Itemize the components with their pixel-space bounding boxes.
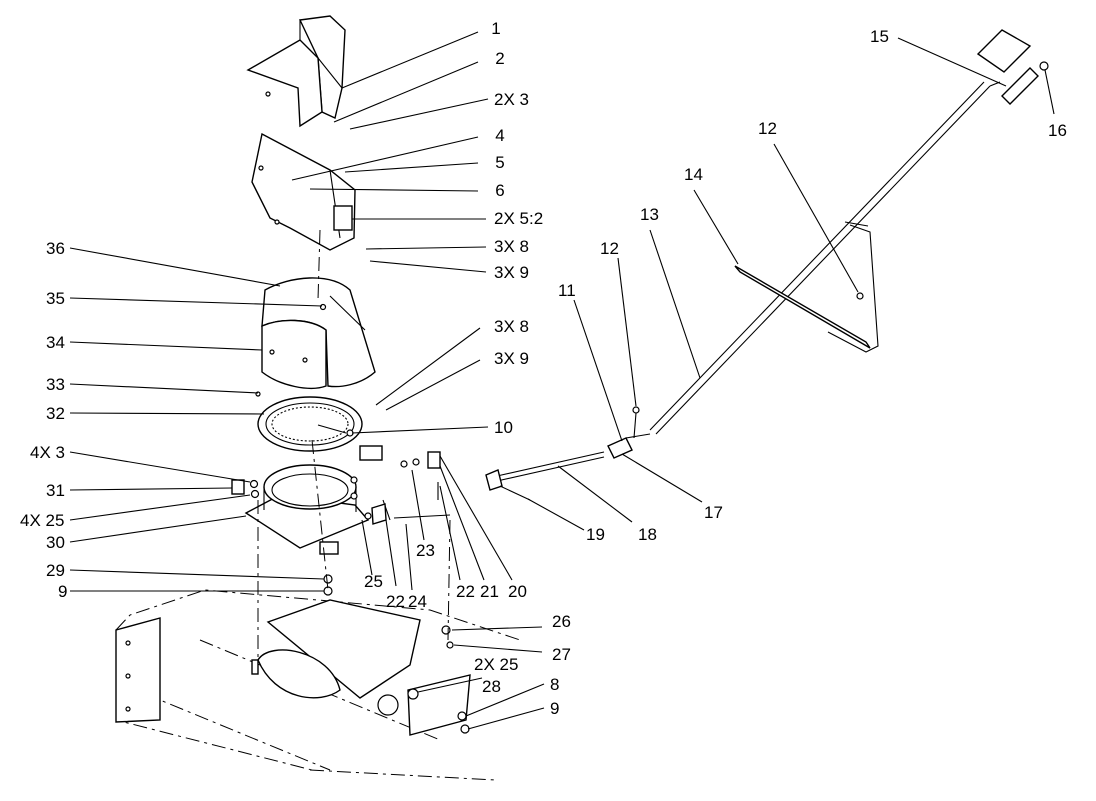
callout-label: 4X 3	[30, 443, 65, 462]
callout-label: 15	[870, 27, 889, 46]
callout-label: 24	[408, 592, 427, 611]
callout-label: 6	[495, 181, 504, 200]
callout-label: 2X 3	[494, 90, 529, 109]
part-universal-joint	[607, 406, 651, 459]
callout-label: 5	[495, 153, 504, 172]
callout-label: 16	[1048, 121, 1067, 140]
part-auger-housing	[115, 589, 521, 781]
callout-label: 2X 25	[474, 655, 518, 674]
callout-label: 8	[550, 675, 559, 694]
callout-label: 29	[46, 561, 65, 580]
callout-label: 11	[558, 281, 576, 300]
callout-label: 34	[46, 333, 65, 352]
callout-label: 22	[456, 582, 475, 601]
callout-label: 19	[586, 525, 605, 544]
callout-label: 21	[480, 582, 499, 601]
leader-lines	[69, 31, 1055, 730]
callout-label: 2	[495, 49, 504, 68]
callout-label: 32	[46, 404, 65, 423]
callout-label: 30	[46, 533, 65, 552]
callout-label: 36	[46, 239, 65, 258]
callout-label: 9	[58, 582, 67, 601]
callout-label: 3X 8	[494, 237, 529, 256]
part-long-shaft	[649, 81, 991, 435]
callout-label: 27	[552, 645, 571, 664]
callout-label: 10	[494, 418, 513, 437]
callout-label: 28	[482, 677, 501, 696]
callout-label: 4	[495, 126, 504, 145]
callout-label: 31	[46, 481, 65, 500]
callout-label: 12	[600, 239, 619, 258]
part-nut-stack	[323, 574, 333, 596]
part-handle-brace	[734, 221, 879, 353]
callout-label: 17	[704, 503, 723, 522]
callout-label: 9	[550, 699, 559, 718]
part-chute-base	[231, 445, 383, 555]
callout-label: 13	[640, 205, 659, 224]
callout-label: 23	[416, 541, 435, 560]
part-ring-gear	[255, 391, 363, 452]
part-control-rod	[485, 451, 605, 501]
part-bracket-hardware	[371, 451, 451, 525]
callout-label: 18	[638, 525, 657, 544]
callout-label: 12	[758, 119, 777, 138]
callout-label: 1	[491, 19, 500, 38]
center-axis-lines	[257, 229, 451, 660]
callout-label: 3X 9	[494, 349, 529, 368]
callout-label: 3X 9	[494, 263, 529, 282]
callout-label: 26	[552, 612, 571, 631]
callout-label: 33	[46, 375, 65, 394]
part-upper-chute	[251, 132, 356, 251]
part-crank-handle	[976, 29, 1049, 105]
callout-labels: 1 2 2X 3 4 5 6 2X 5:2 3X 8 3X 9 36 35 34…	[20, 19, 1067, 718]
callout-label: 4X 25	[20, 511, 64, 530]
callout-label: 22	[386, 592, 405, 611]
callout-label: 35	[46, 289, 65, 308]
callout-label: 2X 5:2	[494, 209, 543, 228]
part-chute-deflector	[246, 15, 346, 128]
callout-label: 14	[684, 165, 703, 184]
callout-label: 25	[364, 572, 383, 591]
callout-label: 3X 8	[494, 317, 529, 336]
callout-label: 20	[508, 582, 527, 601]
